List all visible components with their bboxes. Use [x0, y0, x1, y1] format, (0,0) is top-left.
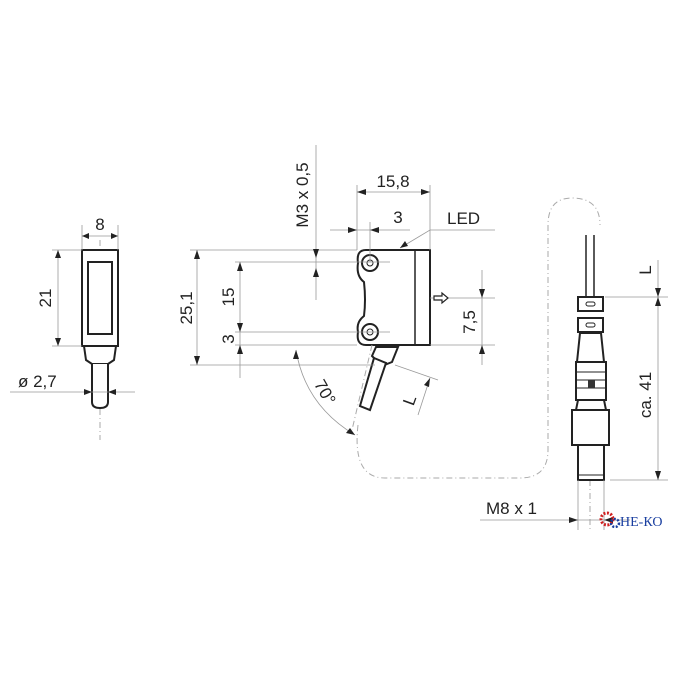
front-view: 25,1 15 3 M3 x 0,5 15,8 3 LED 7,5 70°	[177, 145, 495, 436]
side-height-label: 21	[36, 289, 55, 308]
connector-view: L ca. 41 M8 x 1	[356, 197, 668, 530]
led-label: LED	[447, 209, 480, 228]
gear-icon	[599, 511, 615, 527]
led-offset-label: 3	[393, 208, 402, 227]
logo-text: НЕ-КО	[620, 515, 662, 530]
m8-thread-label: M8 x 1	[486, 499, 537, 518]
angle-label: 70°	[310, 376, 339, 408]
depth-label: 15,8	[376, 172, 409, 191]
logo: НЕ-КО	[599, 511, 662, 530]
side-view: 8 21 ø 2,7	[10, 215, 135, 440]
connector-length-label: ca. 41	[636, 372, 655, 418]
hole-offset-label: 3	[219, 334, 238, 343]
cable-length-label: L	[399, 392, 420, 407]
optical-axis-label: 7,5	[460, 310, 479, 334]
thread-label: M3 x 0,5	[293, 162, 312, 227]
hole-spacing-label: 15	[219, 288, 238, 307]
side-width-label: 8	[95, 215, 104, 234]
total-height-label: 25,1	[177, 291, 196, 324]
connector-cable-length-label: L	[636, 265, 655, 274]
light-emission-arrow-icon	[433, 291, 449, 305]
cable-diameter-label: ø 2,7	[18, 372, 57, 391]
